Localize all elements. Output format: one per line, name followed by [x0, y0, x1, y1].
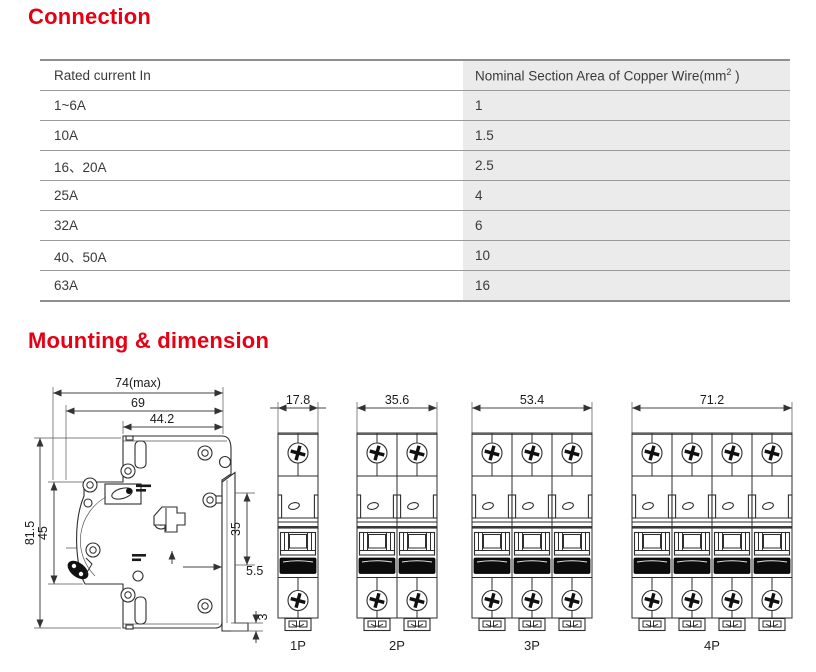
front-view-3p-label: 3P — [524, 638, 540, 653]
dim-total-height-label: 81.5 — [23, 521, 37, 545]
lever-arc — [80, 496, 107, 577]
cell-current: 25A — [40, 180, 463, 211]
lock-mechanism — [67, 557, 93, 580]
dim-3p-width-label: 53.4 — [520, 393, 544, 407]
dim-mount-width-label: 69 — [131, 396, 145, 410]
cell-current: 63A — [40, 270, 463, 301]
cell-current: 40、50A — [40, 240, 463, 271]
cell-current: 1~6A — [40, 90, 463, 121]
front-view-4p: 71.2 — [630, 393, 794, 632]
section-title-mounting-dimension: Mounting & dimension — [28, 328, 270, 353]
col-header-section-area: Nominal Section Area of Copper Wire(mm2 … — [463, 60, 790, 91]
dim-4p-width-label: 71.2 — [700, 393, 724, 407]
mounting-pictogram — [132, 484, 186, 564]
dim-2p-width-label: 35.6 — [385, 393, 409, 407]
section-title-connection: Connection — [28, 4, 151, 29]
cell-current: 16、20A — [40, 150, 463, 181]
table-header-row: Rated current In Nominal Section Area of… — [40, 60, 790, 91]
cell-area: 10 — [463, 240, 790, 271]
wire-size-table: Rated current In Nominal Section Area of… — [40, 59, 790, 302]
front-view-3p: 53.4 — [470, 393, 594, 632]
dimension-drawings: 74(max) 69 44.2 81.5 45 — [0, 370, 816, 672]
front-view-4p-label: 4P — [704, 638, 720, 653]
dim-rail-height-label: 35 — [229, 522, 243, 536]
cell-current: 32A — [40, 210, 463, 241]
cell-area: 2.5 — [463, 150, 790, 181]
cell-area: 1.5 — [463, 120, 790, 151]
front-view-2p: 35.6 — [355, 393, 439, 632]
dim-front-height-label: 45 — [36, 526, 50, 540]
front-view-2p-label: 2P — [389, 638, 405, 653]
dim-1p-width-label: 17.8 — [286, 393, 310, 407]
cell-area: 4 — [463, 180, 790, 211]
cell-current: 10A — [40, 120, 463, 151]
dim-rail-offset-label: 5.5 — [246, 564, 263, 578]
dim-total-width-label: 74(max) — [115, 376, 161, 390]
dim-foot-label: 3 — [256, 613, 270, 620]
col-header-rated-current: Rated current In — [40, 60, 463, 91]
dim-body-depth-label: 44.2 — [150, 412, 174, 426]
cell-area: 1 — [463, 90, 790, 121]
side-view-drawing: 74(max) 69 44.2 81.5 45 — [23, 376, 270, 643]
front-view-1p-label: 1P — [290, 638, 306, 653]
front-view-1p: 17.8 — [270, 393, 326, 632]
cell-area: 6 — [463, 210, 790, 241]
cell-area: 16 — [463, 270, 790, 301]
